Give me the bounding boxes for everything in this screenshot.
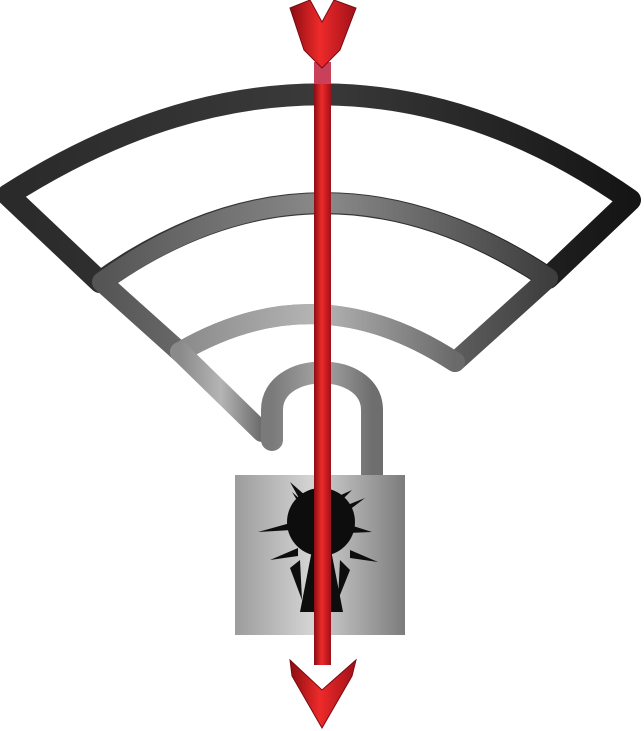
arrow-nock	[314, 62, 331, 84]
wifi-inner-arc-left-leg	[170, 342, 272, 442]
arrow-fletching	[289, 0, 357, 69]
arrow-shaft	[314, 75, 331, 665]
arrow-head	[289, 658, 357, 730]
crack-icon	[258, 482, 378, 612]
